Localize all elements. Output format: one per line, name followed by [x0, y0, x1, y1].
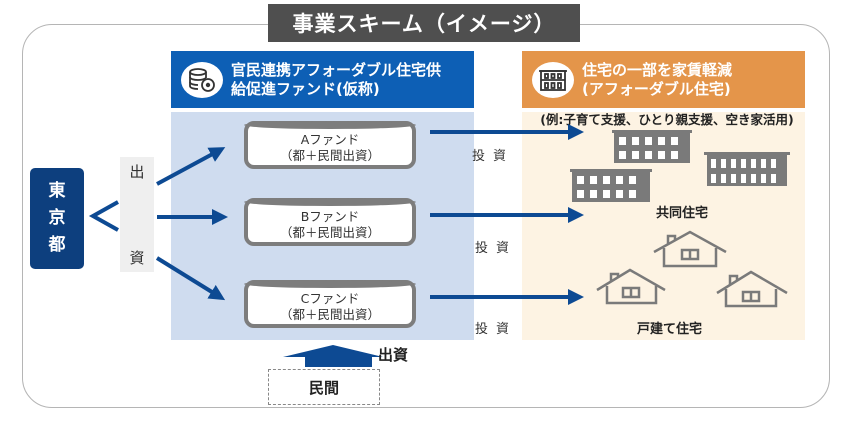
investment-label: 投資	[475, 241, 518, 256]
fund-c: Cファンド （都＋民間出資）	[244, 280, 416, 328]
house-icon	[653, 230, 727, 268]
apartment-building-icon	[612, 130, 692, 163]
investment-label: 投資	[475, 322, 518, 337]
investment-label: 投資	[472, 149, 515, 164]
house-icon	[596, 268, 666, 305]
tokyo-metropolitan-box: 東 京 都	[30, 168, 84, 269]
fund-sub: （都＋民間出資）	[279, 148, 380, 163]
housing-header-line2: (アフォーダブル住宅)	[582, 79, 731, 98]
housing-header-line1: 住宅の一部を家賃軽減	[582, 60, 733, 79]
diagram-title: 事業スキーム（イメージ）	[268, 4, 580, 42]
fund-sub: （都＋民間出資）	[279, 307, 380, 322]
fund-header-line1: 官民連携アフォーダブル住宅供	[231, 60, 442, 79]
arrow-to-fund-c	[155, 256, 226, 301]
arrow-to-fund-a	[156, 147, 226, 186]
fund-header: 官民連携アフォーダブル住宅供 給促進ファンド(仮称)	[171, 51, 474, 108]
tokyo-char: 都	[48, 235, 66, 255]
database-coin-icon	[181, 61, 223, 98]
fund-name: Cファンド	[300, 291, 360, 306]
fund-name: Aファンド	[300, 132, 360, 147]
fund-header-line2: 給促進ファンド(仮称)	[231, 79, 380, 98]
example-text: (例:子育て支援、ひとり親支援、空き家活用)	[540, 112, 794, 127]
fund-b: Bファンド （都＋民間出資）	[244, 198, 416, 246]
tokyo-char: 東	[48, 181, 66, 201]
fund-sub: （都＋民間出資）	[279, 225, 380, 240]
housing-header: 住宅の一部を家賃軽減 (アフォーダブル住宅)	[522, 51, 805, 108]
tokyo-char: 京	[48, 208, 66, 228]
fund-a: Aファンド （都＋民間出資）	[244, 121, 416, 169]
house-icon	[716, 270, 788, 308]
contribution-char-top: 出	[129, 163, 145, 181]
private-sector-label: 民間	[308, 378, 339, 397]
private-sector-box: 民間	[268, 369, 380, 405]
apartment-building-icon	[704, 152, 790, 186]
contribution-char-bottom: 資	[129, 249, 145, 267]
apartment-label: 共同住宅	[656, 206, 709, 221]
contribution-label-vertical: 出 資	[120, 157, 154, 272]
detached-house-label: 戸建て住宅	[637, 322, 703, 337]
building-icon	[532, 61, 574, 98]
fund-name: Bファンド	[300, 209, 360, 224]
inflow-chevron-icon	[88, 200, 119, 232]
private-contribution-arrow	[283, 345, 383, 367]
apartment-building-icon	[570, 169, 652, 202]
private-contribution-label: 出資	[378, 346, 409, 364]
